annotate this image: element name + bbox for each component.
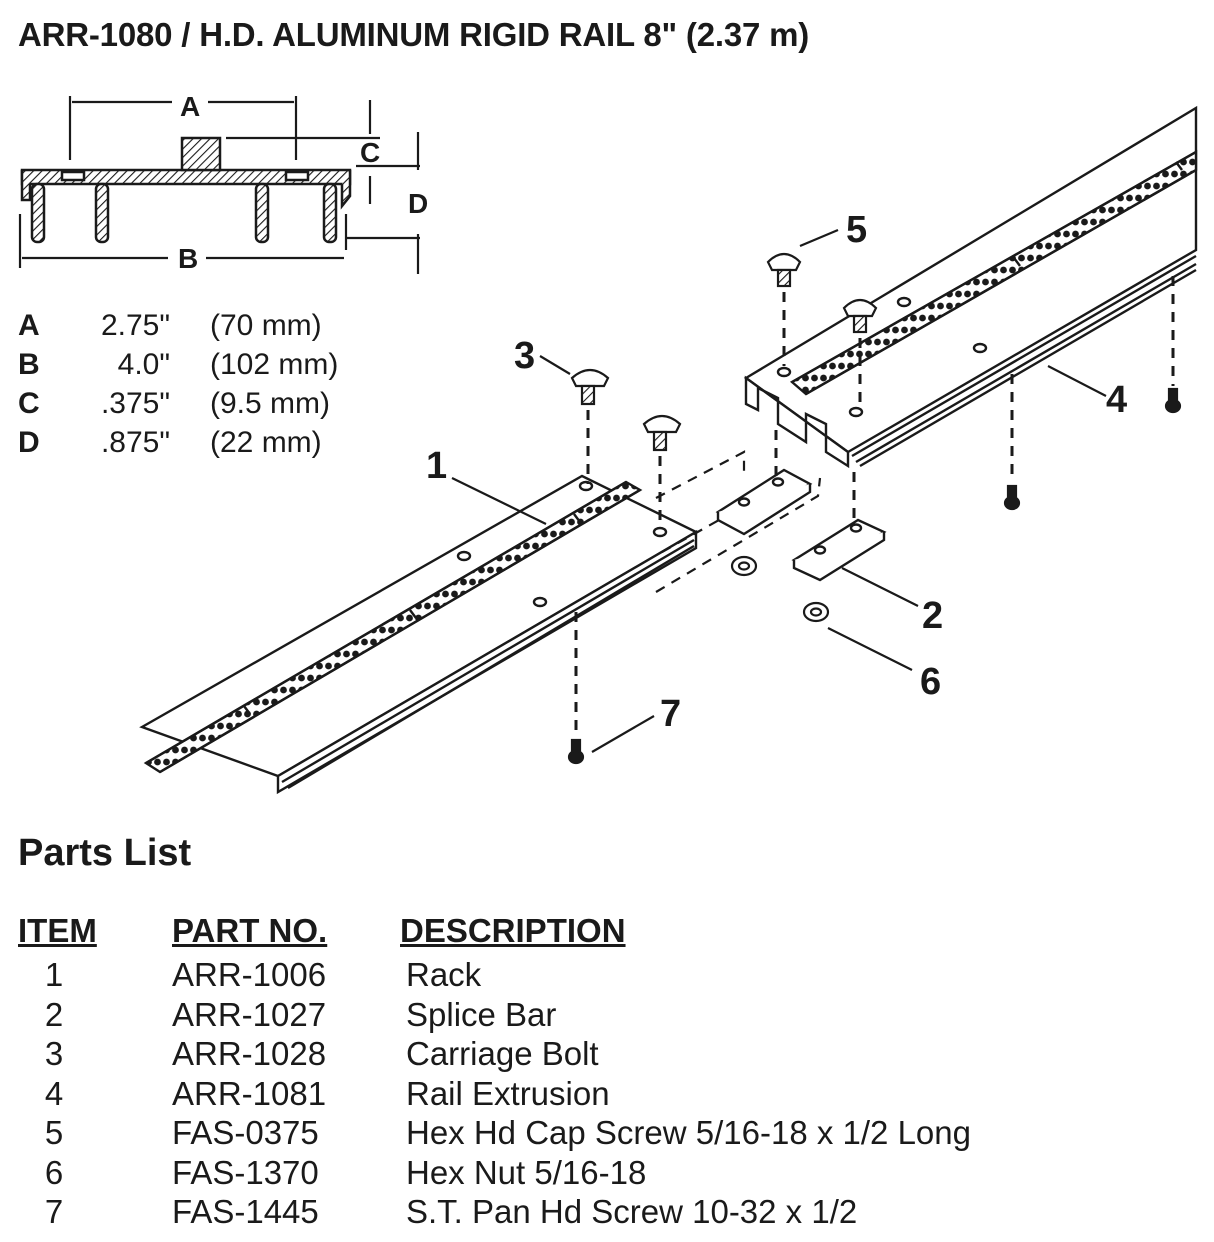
profile-slot-right — [284, 170, 310, 182]
callout-4: 4 — [1106, 379, 1127, 421]
dimension-row-c: C .375" (9.5 mm) — [18, 384, 418, 423]
column-header-description: DESCRIPTION — [400, 912, 626, 949]
profile-leg-3 — [254, 182, 270, 244]
dimension-inches: .875" — [100, 426, 170, 459]
item-number: 3 — [44, 1035, 64, 1072]
part-description: Rail Extrusion — [406, 1074, 610, 1112]
part-number: FAS-1445 — [172, 1193, 319, 1230]
parts-list-heading: Parts List — [18, 832, 192, 874]
profile-label-d: D — [408, 188, 428, 219]
part-description: Rack — [406, 956, 482, 993]
part-number: FAS-0375 — [172, 1114, 319, 1151]
profile-label-b: B — [178, 243, 198, 274]
callout-1: 1 — [426, 445, 447, 487]
right-rail-end-face — [744, 375, 850, 469]
dimension-inches: 4.0" — [117, 348, 170, 381]
profile-leg-2 — [94, 182, 110, 244]
profile-label-c: C — [360, 137, 380, 168]
profile-rack-tab — [180, 136, 222, 172]
profile-left-lip — [20, 170, 32, 202]
dimension-key: B — [18, 348, 40, 381]
part-number: ARR-1028 — [172, 1035, 327, 1072]
rail-cross-section — [20, 136, 352, 244]
part-description: Carriage Bolt — [406, 1035, 599, 1072]
carriage-bolt-right — [642, 414, 682, 452]
dimension-key: D — [18, 426, 40, 459]
item-number: 7 — [44, 1193, 64, 1230]
left-rack-strip — [143, 480, 643, 774]
column-header-part-no: PART NO. — [172, 912, 328, 949]
dimension-row-a: A 2.75" (70 mm) — [18, 306, 418, 345]
cap-screw-a — [766, 252, 802, 288]
splice-bars — [715, 468, 887, 582]
part-number: ARR-1027 — [172, 995, 327, 1033]
item-number: 5 — [44, 1114, 64, 1151]
callout-3: 3 — [514, 335, 535, 377]
part-description: S.T. Pan Hd Screw 10-32 x 1/2 — [406, 1193, 858, 1230]
callout-7: 7 — [660, 693, 681, 735]
dimension-mm: (9.5 mm) — [210, 387, 330, 420]
item-number: 1 — [44, 956, 64, 993]
dimension-mm: (102 mm) — [210, 348, 339, 381]
dimension-mm: (70 mm) — [210, 309, 322, 342]
assembly-axes — [574, 276, 1175, 736]
dimension-row-d: D .875" (22 mm) — [18, 423, 418, 462]
profile-right-lip — [340, 170, 352, 210]
fasteners — [567, 252, 1182, 765]
profile-leg-4 — [322, 182, 338, 244]
part-number: ARR-1081 — [172, 1074, 327, 1112]
part-description: Splice Bar — [406, 995, 557, 1033]
column-header-item: ITEM — [18, 912, 97, 949]
callout-2: 2 — [922, 595, 943, 637]
dimension-table: A 2.75" (70 mm) B 4.0" (102 mm) C .375" … — [18, 306, 418, 462]
carriage-bolt-left — [570, 368, 610, 406]
hex-nut-upper — [730, 555, 758, 577]
part-number: FAS-1370 — [172, 1153, 319, 1191]
drawing-title: ARR-1080 / H.D. ALUMINUM RIGID RAIL 8" (… — [18, 16, 810, 53]
part-description: Hex Hd Cap Screw 5/16-18 x 1/2 Long — [406, 1114, 971, 1151]
item-number: 2 — [44, 995, 64, 1033]
part-description: Hex Nut 5/16-18 — [406, 1153, 647, 1191]
item-number: 6 — [44, 1153, 64, 1191]
dimension-inches: 2.75" — [100, 309, 170, 342]
pan-screws — [567, 387, 1182, 765]
callout-leaders — [451, 228, 1107, 753]
cap-screw-b — [842, 298, 878, 334]
profile-slot-left — [60, 170, 86, 182]
part-number: ARR-1006 — [172, 956, 327, 993]
item-number: 4 — [44, 1074, 64, 1112]
dimension-row-b: B 4.0" (102 mm) — [18, 345, 418, 384]
dimension-key: A — [18, 309, 40, 342]
profile-leg-1 — [30, 182, 46, 244]
left-rail-section — [139, 474, 699, 795]
dimension-inches: .375" — [100, 387, 170, 420]
callout-6: 6 — [920, 661, 941, 703]
hex-nut-lower — [802, 601, 830, 623]
dimension-key: C — [18, 387, 40, 420]
dimension-mm: (22 mm) — [210, 426, 322, 459]
profile-label-a: A — [180, 91, 200, 122]
right-rail-section — [743, 105, 1198, 469]
callout-5: 5 — [846, 209, 867, 251]
profile-dimension-lines — [18, 96, 420, 274]
